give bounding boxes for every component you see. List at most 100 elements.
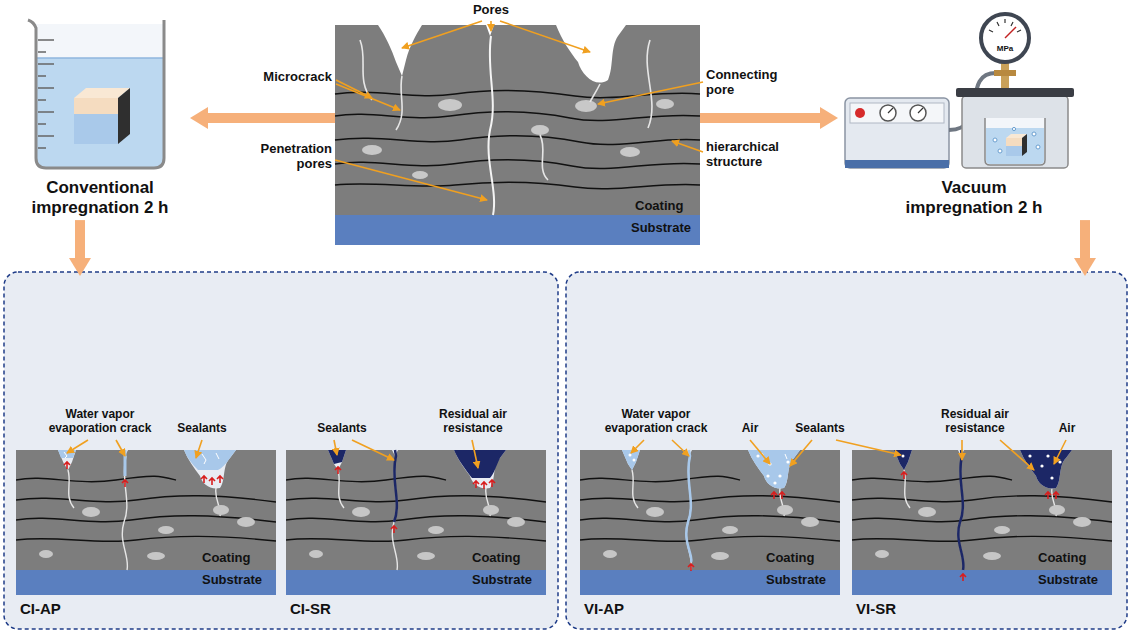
air-pressure-arrow bbox=[122, 480, 128, 487]
coating-section bbox=[16, 450, 276, 595]
leader-line bbox=[836, 440, 901, 455]
sealant bbox=[1020, 450, 1072, 488]
pump-panel bbox=[850, 103, 944, 123]
layer-name: Coating bbox=[1038, 551, 1108, 566]
closed-pore bbox=[531, 125, 549, 135]
leader-line bbox=[334, 440, 337, 455]
layer-name: Substrate bbox=[766, 573, 838, 588]
process-arrow bbox=[208, 113, 335, 123]
microcrack bbox=[590, 84, 600, 102]
impregnant-liquid bbox=[986, 128, 1044, 164]
sample-side bbox=[118, 88, 130, 144]
sealant bbox=[958, 450, 963, 570]
leader-lines bbox=[67, 21, 1066, 470]
closed-pores bbox=[362, 99, 674, 179]
sealant bbox=[686, 450, 691, 562]
vacuum-apparatus bbox=[845, 14, 1074, 168]
air-dot bbox=[1058, 460, 1061, 463]
air-dot bbox=[1050, 476, 1053, 479]
air-dot bbox=[902, 455, 905, 458]
closed-pore bbox=[362, 145, 382, 155]
coating-section bbox=[580, 450, 840, 595]
air-pressure-arrow bbox=[473, 481, 479, 488]
air-pressure-arrow bbox=[391, 526, 397, 533]
air-pressure-arrow bbox=[779, 492, 785, 499]
leader-line bbox=[961, 440, 963, 460]
sample-coating bbox=[74, 98, 118, 114]
air-pressure-arrow bbox=[64, 462, 70, 469]
gauge-ticks bbox=[989, 19, 1021, 32]
setup-caption: Conventional impregnation 2 h bbox=[10, 178, 190, 217]
leader-line bbox=[336, 80, 372, 98]
air-dot bbox=[1040, 464, 1043, 467]
leader-line bbox=[402, 21, 482, 48]
process-arrow bbox=[75, 220, 85, 258]
layer-name: Coating bbox=[635, 199, 697, 214]
air-bubbles bbox=[993, 127, 1040, 153]
pump-base bbox=[845, 160, 949, 168]
callout-label: Sealants bbox=[312, 422, 372, 436]
leader-line bbox=[196, 440, 202, 458]
callout-label: Air bbox=[735, 422, 765, 436]
sealant bbox=[184, 450, 236, 470]
air-dot bbox=[766, 474, 769, 477]
air-dot bbox=[1046, 454, 1049, 457]
beaker-glass bbox=[36, 24, 164, 168]
microcrack bbox=[360, 40, 372, 100]
air-pressure-arrow bbox=[481, 482, 487, 489]
layer-name: Coating bbox=[472, 551, 542, 566]
callout-label: Sealants bbox=[172, 422, 232, 436]
impregnation-setup: Vacuum impregnation 2 h bbox=[838, 14, 1110, 220]
leader-line bbox=[1054, 440, 1066, 464]
layer-name: Substrate bbox=[472, 573, 544, 588]
sealant-fill bbox=[58, 450, 236, 487]
impregnant-liquid bbox=[37, 58, 163, 167]
microcrack bbox=[540, 135, 548, 180]
air-pressure-arrow bbox=[1045, 492, 1051, 499]
trapped-air bbox=[902, 454, 1062, 479]
callout-label: Penetration pores bbox=[248, 142, 332, 172]
leader-line bbox=[67, 440, 88, 453]
air-pressure-arrow bbox=[688, 564, 694, 571]
layer-name: Coating bbox=[766, 551, 836, 566]
callout-label: Pores bbox=[466, 3, 516, 18]
air-pressure-arrow bbox=[1053, 492, 1059, 499]
closed-pore bbox=[620, 147, 640, 157]
pressure-gauge bbox=[981, 14, 1029, 62]
graduation-marks bbox=[38, 40, 54, 148]
bubble bbox=[1036, 145, 1040, 149]
dial-needles bbox=[888, 108, 923, 113]
air-dot bbox=[756, 454, 759, 457]
layer-name: Substrate bbox=[1038, 573, 1110, 588]
sealant bbox=[748, 450, 800, 488]
callout-label: Water vapor evaporation crack bbox=[38, 408, 162, 436]
closed-pore bbox=[656, 99, 674, 109]
coating-section bbox=[852, 450, 1112, 595]
leader-line bbox=[472, 440, 478, 468]
vacuum-chamber bbox=[962, 96, 1068, 168]
sealant bbox=[58, 450, 76, 458]
leader-line bbox=[790, 440, 812, 466]
leader-line bbox=[631, 440, 644, 453]
sealant bbox=[454, 450, 506, 478]
lamella bbox=[335, 136, 700, 145]
air-dot bbox=[1028, 454, 1031, 457]
air-dot bbox=[773, 481, 776, 484]
microcrack bbox=[647, 40, 652, 128]
callout-label: Residual air resistance bbox=[418, 408, 528, 436]
sealed-cross-section: CoatingSubstrateCI-AP bbox=[16, 276, 276, 624]
process-arrow bbox=[1080, 220, 1090, 258]
microcrack bbox=[396, 76, 402, 130]
layer-name: Coating bbox=[202, 551, 272, 566]
leader-line bbox=[116, 440, 125, 456]
sealant bbox=[894, 450, 912, 470]
gauge-needle bbox=[1005, 27, 1016, 38]
coating-section bbox=[286, 450, 546, 595]
air-dot bbox=[778, 474, 781, 477]
callout-label: Residual air resistance bbox=[920, 408, 1030, 436]
sealed-cross-section: CoatingSubstrateVI-SR bbox=[852, 276, 1112, 624]
coating-layer bbox=[335, 25, 700, 215]
closed-pore bbox=[438, 99, 462, 111]
sealed-cross-section: CoatingSubstrateVI-AP bbox=[580, 276, 840, 624]
